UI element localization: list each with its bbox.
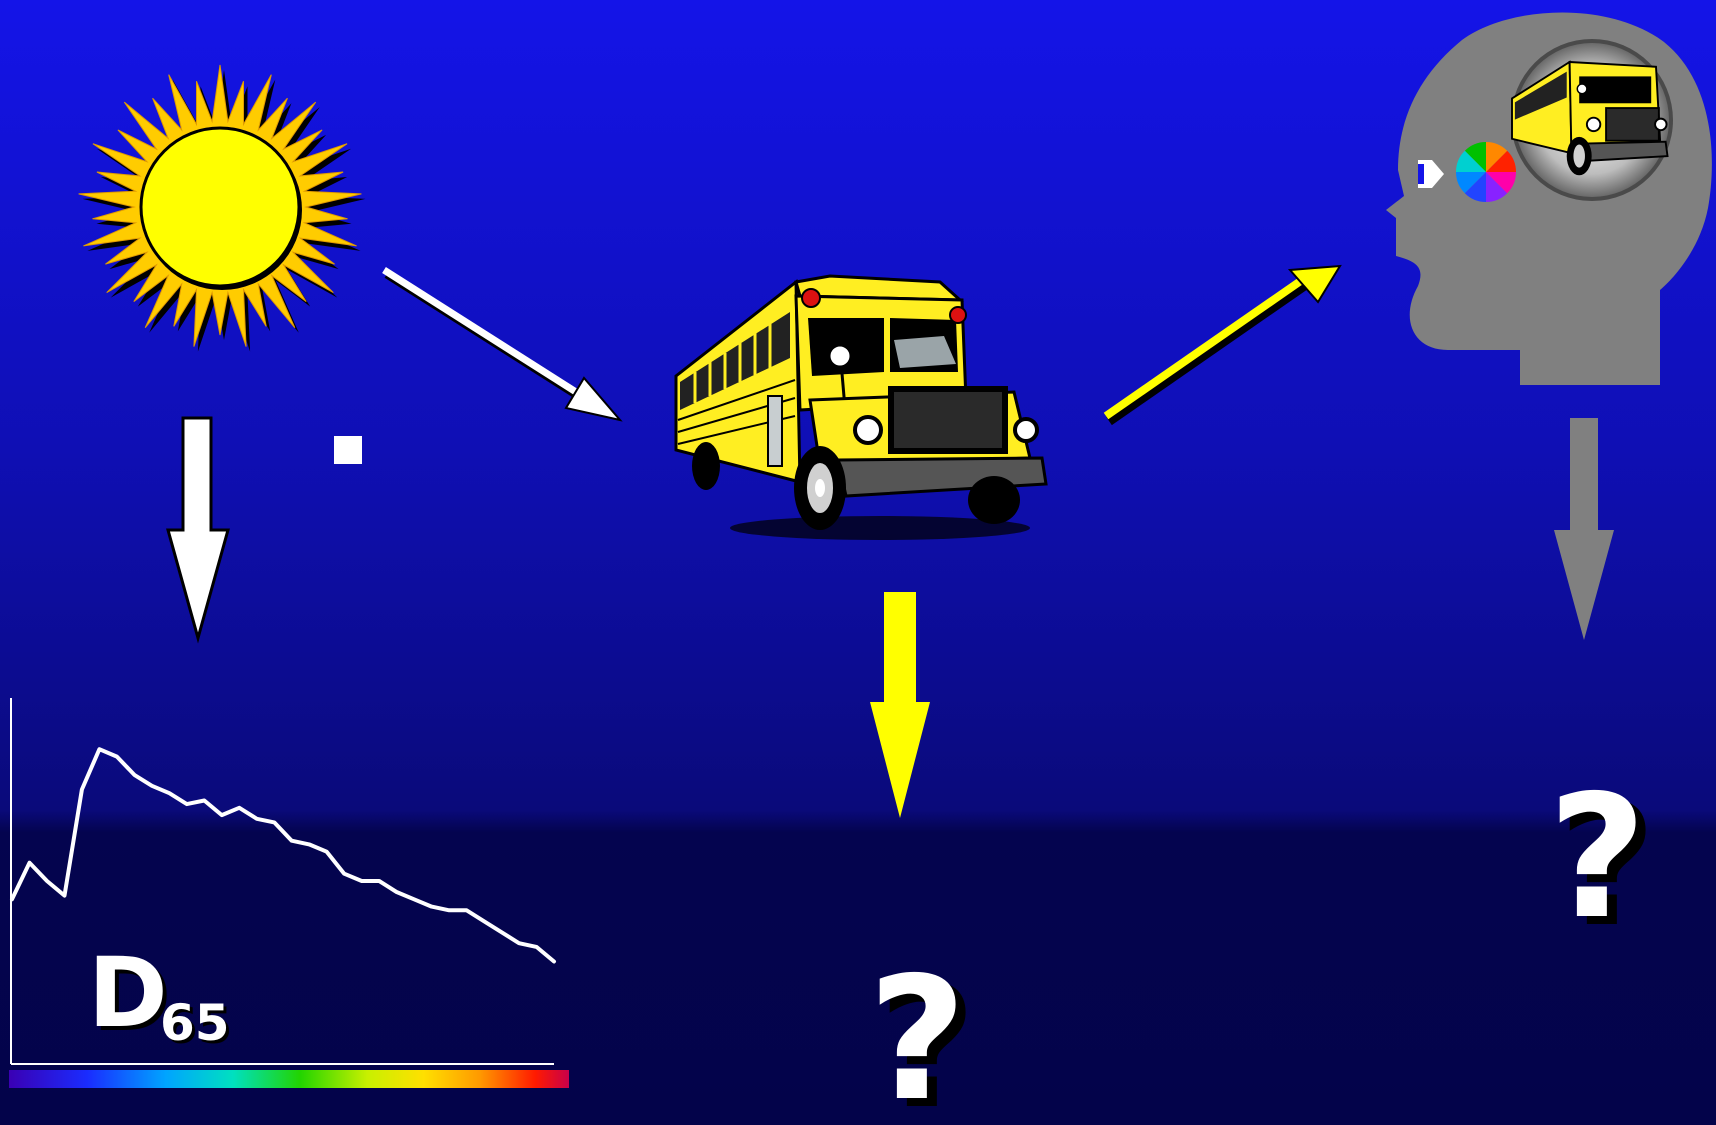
thought-bubble bbox=[1511, 39, 1673, 201]
observer-question-mark: ? ? bbox=[1548, 759, 1657, 965]
spectral-curve bbox=[12, 749, 554, 961]
illuminant-letter: D bbox=[88, 937, 168, 1049]
arrow-bus-down bbox=[870, 592, 930, 818]
arrow-observer-down bbox=[1554, 418, 1614, 640]
arrow-sun-to-bus bbox=[384, 270, 620, 420]
marker-square bbox=[334, 436, 362, 464]
color-wheel-icon bbox=[1456, 142, 1516, 202]
head-silhouette-icon bbox=[1386, 12, 1712, 385]
svg-text:?: ? bbox=[868, 941, 967, 1125]
arrow-sun-to-spectrum bbox=[168, 418, 228, 638]
svg-text:?: ? bbox=[1548, 759, 1647, 957]
illuminant-subscript: 65 bbox=[160, 994, 230, 1052]
arrow-bus-to-observer bbox=[1106, 266, 1340, 421]
sun-icon bbox=[79, 65, 366, 352]
school-bus-icon bbox=[676, 276, 1046, 540]
visible-spectrum-bar bbox=[9, 1070, 569, 1088]
spectral-power-plot: D D 65 65 bbox=[9, 698, 569, 1088]
object-question-mark: ? ? bbox=[868, 941, 977, 1125]
